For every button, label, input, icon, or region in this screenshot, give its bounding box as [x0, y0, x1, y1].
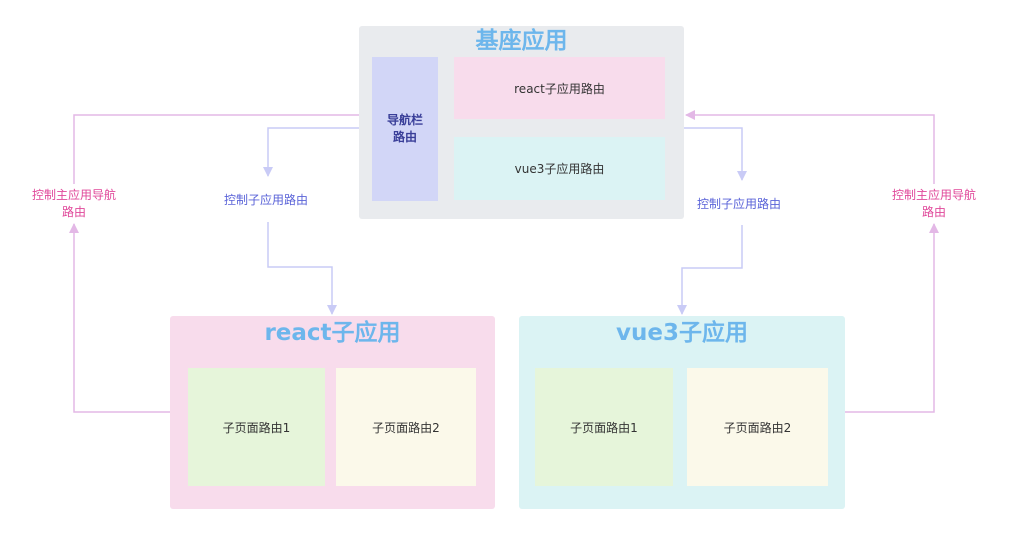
control-main-nav-label-right: 控制主应用导航 路由	[888, 187, 980, 221]
react-app-title: react子应用	[264, 320, 401, 346]
vue-page-route-1: 子页面路由1	[535, 368, 673, 486]
arrow-vue-to-right-pink	[845, 223, 939, 413]
arrow-right-label-to-vue	[677, 225, 743, 315]
nav-bar-label-line1: 导航栏	[386, 113, 423, 127]
vue-app-title: vue3子应用	[616, 320, 748, 346]
control-main-nav-left-line1: 控制主应用导航	[31, 188, 116, 202]
react-sub-app-route: react子应用路由	[454, 57, 665, 119]
base-app-title: 基座应用	[475, 28, 568, 54]
arrow-base-to-left-label	[263, 127, 372, 177]
arrow-right-pink-to-base	[685, 110, 935, 184]
base-app-container: 基座应用 导航栏 路由 react子应用路由 vue3子应用路由	[359, 26, 684, 219]
control-main-nav-right-line2: 路由	[921, 205, 946, 219]
vue-sub-app-route: vue3子应用路由	[454, 137, 665, 200]
vue-page-route-2: 子页面路由2	[687, 368, 828, 486]
nav-bar-route: 导航栏 路由	[372, 57, 438, 201]
vue-app-container: vue3子应用 子页面路由1 子页面路由2	[519, 316, 845, 509]
nav-bar-label-line2: 路由	[392, 130, 417, 144]
control-sub-route-label-right: 控制子应用路由	[697, 197, 782, 211]
control-main-nav-left-line2: 路由	[61, 205, 86, 219]
react-app-container: react子应用 子页面路由1 子页面路由2	[170, 316, 495, 509]
react-page-route-2: 子页面路由2	[336, 368, 476, 486]
react-page-route-1: 子页面路由1	[188, 368, 325, 486]
arrow-left-pink-to-base	[73, 110, 371, 184]
arrow-react-to-left-pink	[69, 223, 170, 413]
control-main-nav-right-line1: 控制主应用导航	[891, 188, 976, 202]
control-sub-route-label-left: 控制子应用路由	[224, 193, 309, 207]
control-main-nav-label-left: 控制主应用导航 路由	[28, 187, 120, 221]
arrow-left-label-to-react	[267, 222, 337, 315]
